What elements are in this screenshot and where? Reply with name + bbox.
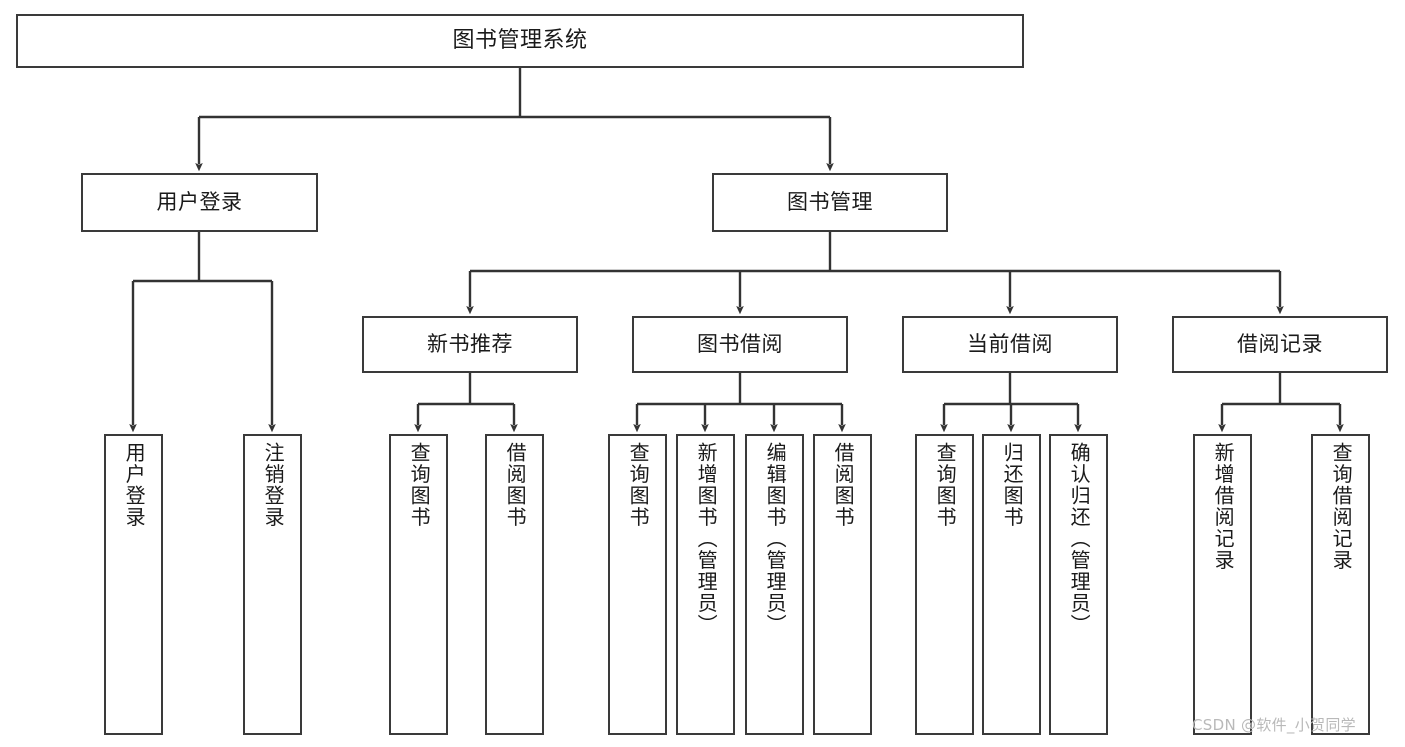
leaf-borrow-add-book-admin[interactable]: 新增图书（管理员）: [676, 434, 735, 735]
node-label: 查询借阅记录: [1329, 442, 1354, 571]
node-label: 编辑图书（管理员）: [763, 442, 788, 636]
node-label: 新书推荐: [427, 332, 513, 357]
node-current-borrow[interactable]: 当前借阅: [902, 316, 1118, 373]
node-label: 新增借阅记录: [1211, 442, 1236, 571]
leaf-user-login-signin[interactable]: 用户登录: [104, 434, 163, 735]
node-borrow-records[interactable]: 借阅记录: [1172, 316, 1388, 373]
leaf-current-return-book[interactable]: 归还图书: [982, 434, 1041, 735]
node-label: 图书管理: [787, 190, 873, 215]
leaf-current-query-book[interactable]: 查询图书: [915, 434, 974, 735]
node-label: 借阅记录: [1237, 332, 1323, 357]
node-label: 注销登录: [261, 442, 286, 528]
leaf-records-add-record[interactable]: 新增借阅记录: [1193, 434, 1252, 735]
leaf-borrow-borrow-book[interactable]: 借阅图书: [813, 434, 872, 735]
node-book-borrow[interactable]: 图书借阅: [632, 316, 848, 373]
node-new-book-recommend[interactable]: 新书推荐: [362, 316, 578, 373]
node-label: 查询图书: [407, 442, 432, 528]
node-label: 查询图书: [626, 442, 651, 528]
node-user-login[interactable]: 用户登录: [81, 173, 318, 232]
leaf-recommend-query-book[interactable]: 查询图书: [389, 434, 448, 735]
node-label: 图书管理系统: [452, 28, 588, 54]
node-label: 确认归还（管理员）: [1067, 442, 1092, 636]
node-label: 新增图书（管理员）: [694, 442, 719, 636]
node-label: 图书借阅: [697, 332, 783, 357]
node-root-system[interactable]: 图书管理系统: [16, 14, 1024, 68]
node-label: 用户登录: [156, 190, 243, 215]
leaf-borrow-edit-book-admin[interactable]: 编辑图书（管理员）: [745, 434, 804, 735]
leaf-borrow-query-book[interactable]: 查询图书: [608, 434, 667, 735]
leaf-user-login-signout[interactable]: 注销登录: [243, 434, 302, 735]
node-label: 查询图书: [933, 442, 958, 528]
node-label: 归还图书: [1000, 442, 1025, 528]
csdn-watermark: CSDN @软件_小贺同学: [1192, 716, 1356, 734]
node-label: 用户登录: [122, 442, 147, 528]
node-label: 借阅图书: [831, 442, 856, 528]
leaf-records-query-record[interactable]: 查询借阅记录: [1311, 434, 1370, 735]
node-label: 借阅图书: [503, 442, 528, 528]
node-book-management[interactable]: 图书管理: [712, 173, 948, 232]
leaf-current-confirm-return-admin[interactable]: 确认归还（管理员）: [1049, 434, 1108, 735]
node-label: 当前借阅: [967, 332, 1053, 357]
leaf-recommend-borrow-book[interactable]: 借阅图书: [485, 434, 544, 735]
